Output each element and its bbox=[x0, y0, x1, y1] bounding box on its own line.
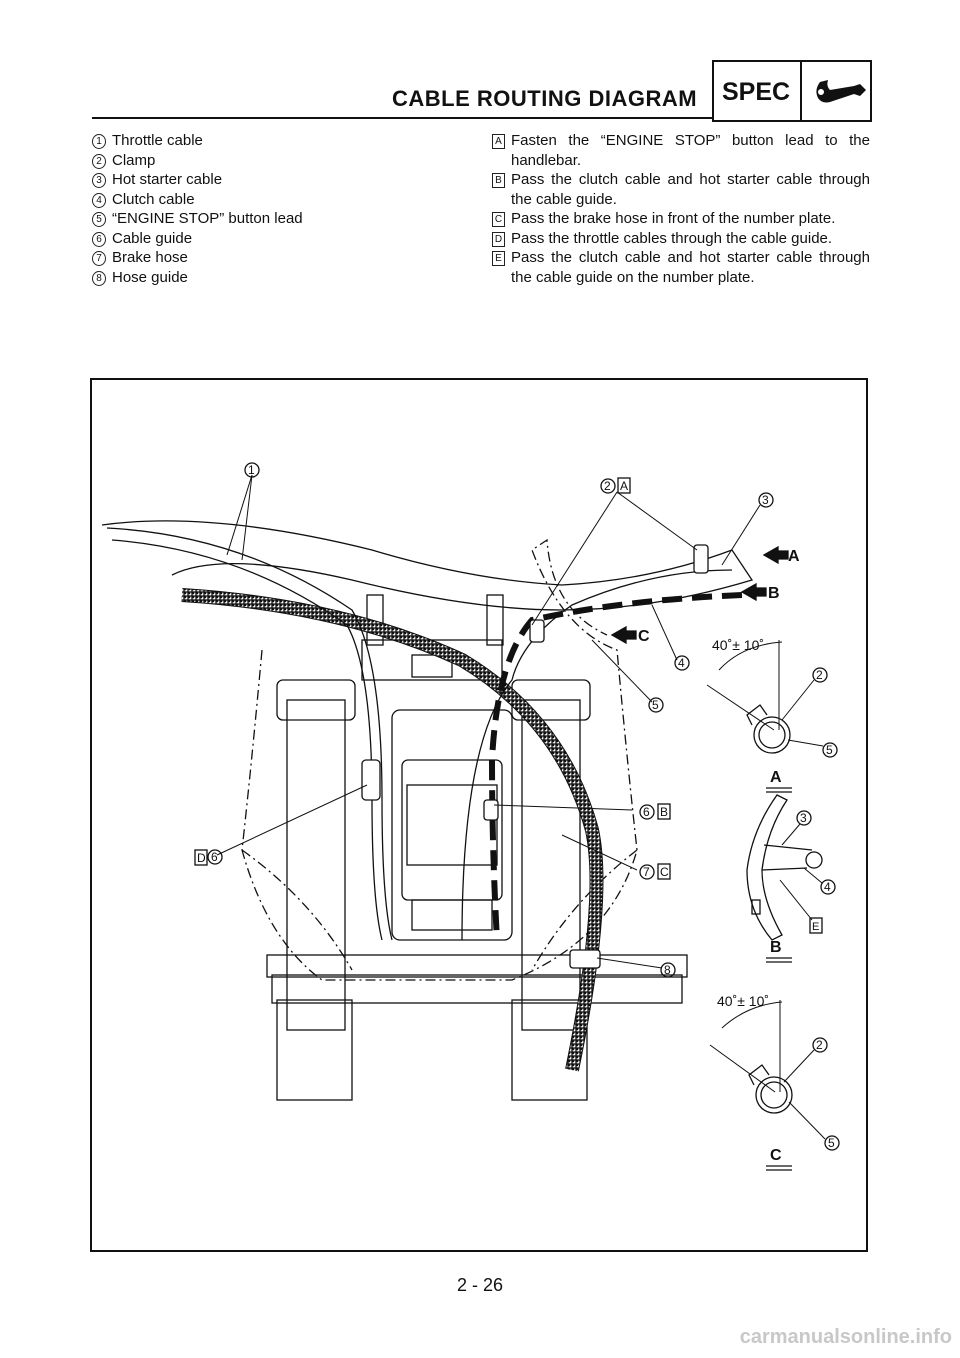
spanner-icon bbox=[816, 80, 866, 103]
hose-guide bbox=[569, 949, 601, 969]
callout-3: 3 bbox=[762, 493, 769, 507]
detail-b-label: B bbox=[770, 939, 782, 956]
callout-7: 7 bbox=[643, 865, 650, 879]
callout-4: 4 bbox=[678, 656, 685, 670]
part-label: Hot starter cable bbox=[112, 171, 223, 188]
detail-c-angle: 40˚± 10˚ bbox=[717, 993, 769, 1009]
callout-5: 5 bbox=[652, 698, 659, 712]
callout-d: D bbox=[197, 851, 206, 865]
arrow-b-label: B bbox=[768, 585, 780, 602]
part-label: “ENGINE STOP” button lead bbox=[112, 210, 303, 227]
arrow-b-icon bbox=[740, 582, 767, 602]
detail-a-label: A bbox=[770, 769, 782, 786]
hot-starter-cable bbox=[461, 569, 733, 941]
cable-routing-diagram: A B C 1 2 A 3 4 5 6 B 7 C 8 bbox=[90, 378, 868, 1252]
callout-1: 1 bbox=[248, 463, 255, 477]
svg-text:E: E bbox=[812, 921, 819, 933]
page-number: 2 - 26 bbox=[456, 1275, 504, 1295]
leader-lines bbox=[216, 474, 761, 969]
page-title: CABLE ROUTING DIAGRAM bbox=[392, 86, 698, 111]
callout-8: 8 bbox=[664, 963, 671, 977]
part-label: Clamp bbox=[112, 151, 156, 169]
diagram-drawing: A B C 1 2 A 3 4 5 6 B 7 C 8 bbox=[101, 462, 840, 1171]
detail-a-angle: 40˚± 10˚ bbox=[712, 637, 764, 653]
detail-b: 3 4 E B bbox=[746, 794, 836, 963]
detail-c-label: C bbox=[770, 1147, 782, 1164]
part-label: Hose guide bbox=[112, 268, 188, 286]
callout-b: B bbox=[660, 805, 668, 819]
svg-text:5: 5 bbox=[826, 743, 833, 757]
callout-6: 6 bbox=[643, 805, 650, 819]
direction-arrows bbox=[610, 545, 789, 645]
arrow-c-icon bbox=[610, 625, 637, 645]
spec-label: SPEC bbox=[722, 78, 791, 106]
callout-c: C bbox=[660, 865, 669, 879]
part-label: Cable guide bbox=[112, 229, 193, 247]
number-plate-outline bbox=[241, 538, 638, 981]
svg-text:4: 4 bbox=[824, 880, 831, 894]
callouts: 1 2 A 3 4 5 6 B 7 C 8 D 6 bbox=[194, 462, 774, 978]
arrow-a-label: A bbox=[788, 548, 800, 565]
spec-badge: SPEC bbox=[712, 60, 872, 122]
note-text: Pass the clutch cable and hot starter ca… bbox=[511, 171, 870, 208]
throttle-cable bbox=[106, 527, 393, 941]
note-text: Fasten the “ENGINE STOP” button lead to … bbox=[511, 132, 870, 169]
note-text: Pass the throttle cables through the cab… bbox=[511, 229, 833, 247]
arrow-c-label: C bbox=[638, 628, 650, 645]
callout-6-left: 6 bbox=[211, 850, 218, 864]
note-text: Pass the clutch cable and hot starter ca… bbox=[511, 249, 870, 286]
callout-a: A bbox=[620, 479, 628, 493]
fork-tubes bbox=[266, 679, 688, 1101]
clamp bbox=[529, 544, 709, 643]
cable-guide bbox=[361, 759, 381, 801]
svg-text:2: 2 bbox=[816, 668, 823, 682]
detail-a: 40˚± 10˚ 2 5 A bbox=[706, 637, 838, 793]
part-label: Brake hose bbox=[112, 249, 188, 266]
spec-divider bbox=[800, 62, 802, 120]
page-header: CABLE ROUTING DIAGRAM SPEC bbox=[92, 60, 872, 122]
arrow-a-icon bbox=[762, 545, 789, 565]
part-label: Clutch cable bbox=[112, 190, 195, 208]
svg-text:5: 5 bbox=[828, 1136, 835, 1150]
part-label: Throttle cable bbox=[112, 132, 203, 149]
svg-text:2: 2 bbox=[816, 1038, 823, 1052]
header-rule bbox=[92, 117, 712, 119]
svg-text:3: 3 bbox=[800, 811, 807, 825]
watermark: carmanualsonline.info bbox=[739, 1326, 952, 1348]
callout-2: 2 bbox=[604, 479, 611, 493]
clutch-cable bbox=[488, 592, 743, 941]
list-item: 5“ENGINE STOP” button lead bbox=[92, 209, 472, 229]
detail-c: 40˚± 10˚ 2 5 C bbox=[709, 993, 840, 1171]
note-text: Pass the brake hose in front of the numb… bbox=[511, 210, 836, 227]
